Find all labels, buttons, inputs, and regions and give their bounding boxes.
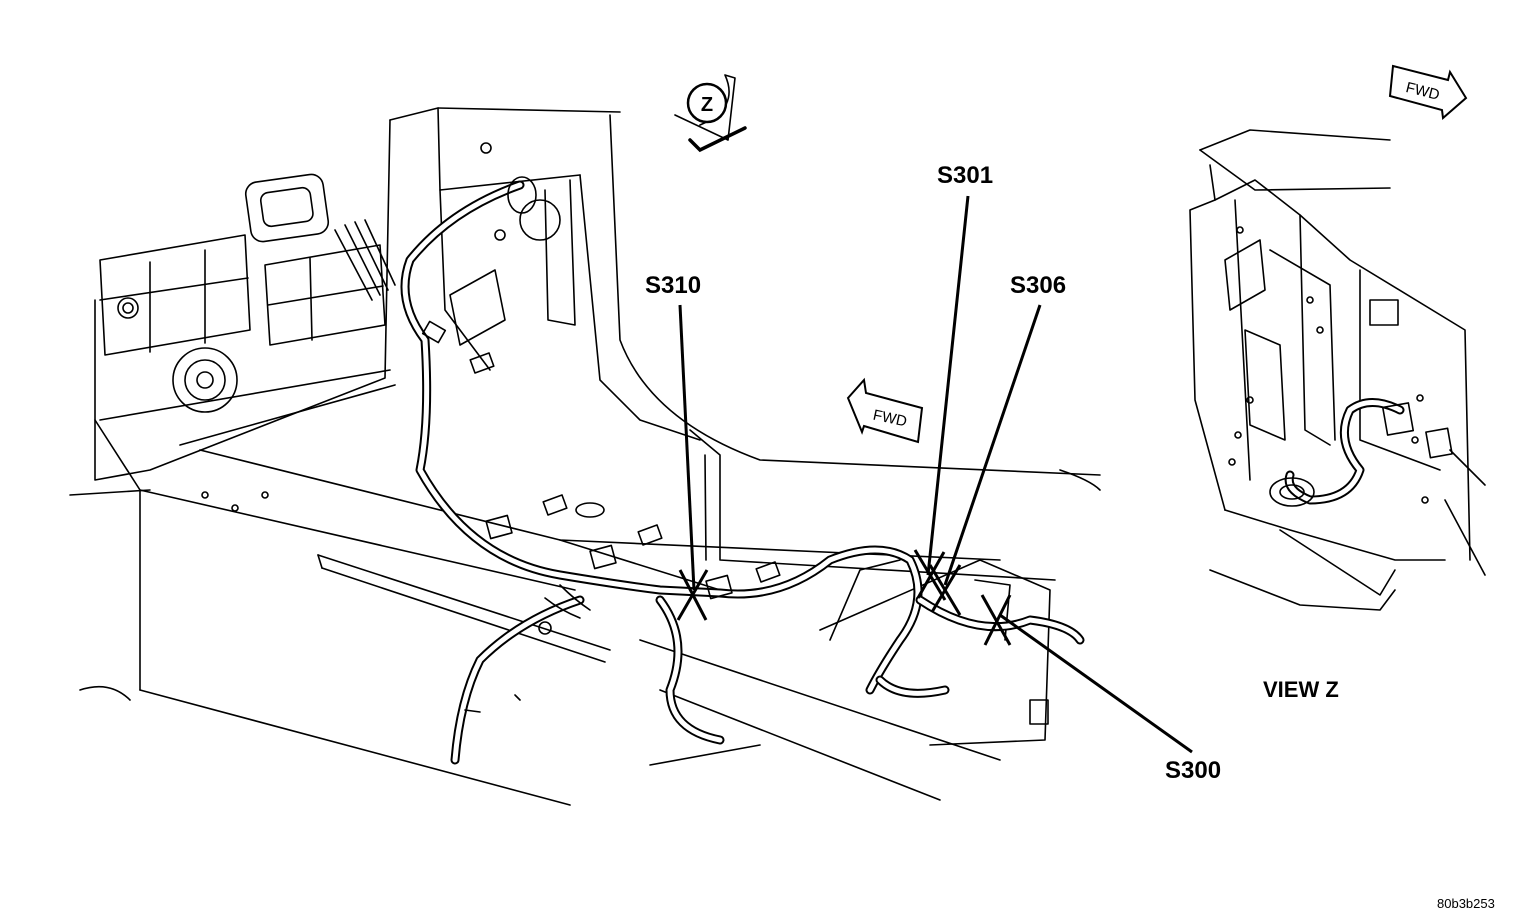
figure-reference: 80b3b253 (1437, 896, 1495, 911)
fwd-arrow-main: FWD (846, 377, 924, 444)
fwd-arrow-main-label: FWD (871, 407, 908, 431)
body-structure (69, 107, 1101, 806)
grommets (469, 352, 781, 583)
view-marker-label: Z (701, 94, 713, 116)
view-z-inset: VIEW Z (1189, 129, 1486, 702)
wiring-harness (334, 176, 1085, 765)
callout-s306: S306 (928, 272, 1066, 616)
callout-s306-leader (943, 304, 1042, 586)
callout-s301: S301 (913, 162, 993, 601)
view-z-caption: VIEW Z (1263, 677, 1339, 702)
callout-s300-leader (999, 613, 1193, 754)
callout-s300-label: S300 (1165, 757, 1221, 784)
fwd-arrow-view: FWD (1388, 64, 1468, 120)
callout-s301-label: S301 (937, 162, 993, 189)
callout-s301-leader (926, 195, 970, 576)
callout-s306-label: S306 (1010, 272, 1066, 299)
callout-s310-leader (678, 304, 696, 591)
callout-s310-label: S310 (645, 272, 701, 299)
callout-s310: S310 (645, 272, 709, 621)
view-z-marker: Z (674, 74, 747, 153)
callout-s300: S300 (980, 594, 1221, 784)
